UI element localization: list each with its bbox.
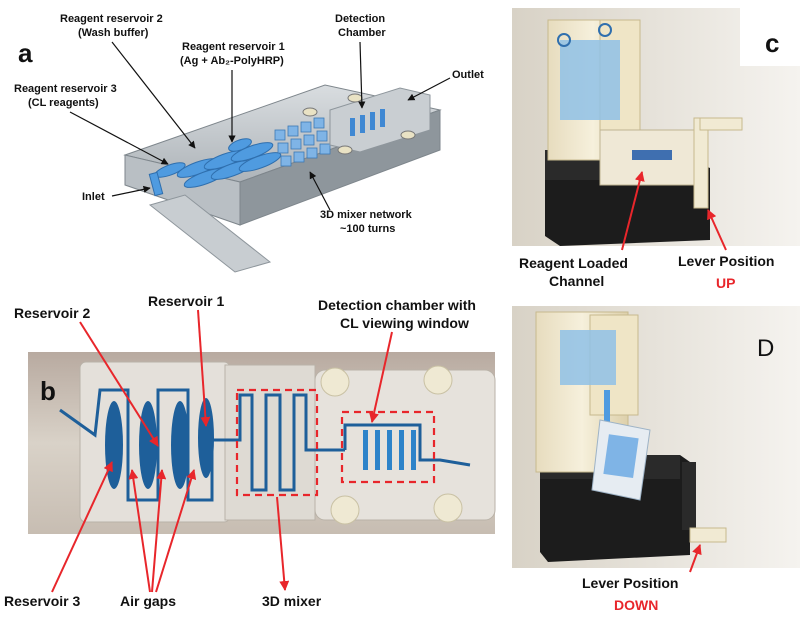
lever-down-pointer xyxy=(689,544,702,573)
reservoir2-b-pointer xyxy=(79,321,159,447)
panel-d-lever xyxy=(682,462,696,530)
reservoir1-label-line1: Reagent reservoir 1 xyxy=(182,41,285,53)
panel-b-letter: b xyxy=(40,376,56,406)
detection-b-label-line2: CL viewing window xyxy=(340,315,469,331)
mixer-cubes-render xyxy=(274,117,331,167)
inlet-pointer xyxy=(111,185,151,197)
air-gaps-pointer-2 xyxy=(151,469,167,593)
panel-c-letter: c xyxy=(765,28,779,58)
panel-a: a Reagent reservoir 2 (Wash buffer) Reag… xyxy=(14,13,484,273)
panel-d-letter: D xyxy=(757,335,774,362)
reservoir1-label-line2: (Ag + Ab₂-PolyHRP) xyxy=(180,55,284,67)
mixer-network-label-line1: 3D mixer network xyxy=(320,209,413,221)
panel-b-detection-channels xyxy=(363,430,416,470)
panel-b-channel xyxy=(59,388,471,502)
reservoir3-label-line1: Reagent reservoir 3 xyxy=(14,83,117,95)
reservoir2-label-line2: (Wash buffer) xyxy=(78,27,149,39)
panel-c-lever xyxy=(693,117,709,209)
screw-posts-render xyxy=(302,93,416,155)
mixer-dashed-box xyxy=(235,388,319,497)
reservoir3-label-line2: (CL reagents) xyxy=(28,97,99,109)
reservoir1-b-label: Reservoir 1 xyxy=(148,293,224,309)
reservoir3-pointer xyxy=(69,111,169,165)
reservoir3-b-label: Reservoir 3 xyxy=(4,593,80,609)
lever-up-label: Lever Position xyxy=(678,253,774,269)
reservoir2-label-line1: Reagent reservoir 2 xyxy=(60,13,163,25)
mixer-b-label: 3D mixer xyxy=(262,593,322,609)
lever-up-state: UP xyxy=(716,275,735,291)
outlet-pointer xyxy=(407,77,451,101)
inlet-label: Inlet xyxy=(82,191,105,203)
panel-d: D Lever Position DOWN xyxy=(512,306,800,613)
mixer-b-pointer xyxy=(276,496,290,591)
detection-label-line2: Chamber xyxy=(338,27,386,39)
air-gaps-pointer-1 xyxy=(128,469,151,593)
panel-b: b Reservoir 2 Reservoir 1 Detection cham… xyxy=(4,293,496,609)
detection-b-pointer xyxy=(369,331,393,423)
channel-network-render xyxy=(154,138,282,188)
channel-pointer xyxy=(621,171,645,251)
chip-3d-render xyxy=(123,84,442,273)
reservoir2-pointer xyxy=(111,41,196,149)
air-gaps-pointer-3 xyxy=(155,469,197,593)
detection-label-line1: Detection xyxy=(335,13,385,25)
detection-pointer xyxy=(358,41,366,109)
detection-b-label-line1: Detection chamber with xyxy=(318,297,476,313)
detection-channels-render xyxy=(350,109,385,136)
panel-a-letter: a xyxy=(18,38,33,68)
panel-c: c Reagent Loaded Channel Lever Position … xyxy=(512,8,800,291)
lever-down-label: Lever Position xyxy=(582,575,678,591)
detection-dashed-box xyxy=(340,410,436,484)
lever-up-pointer xyxy=(707,209,727,251)
panel-b-screws xyxy=(320,365,463,525)
panel-c-letter-box xyxy=(740,8,800,66)
reservoir1-b-pointer xyxy=(197,309,211,427)
mixer-network-label-line2: ~100 turns xyxy=(340,223,395,235)
reservoir2-b-label: Reservoir 2 xyxy=(14,305,90,321)
air-gaps-label: Air gaps xyxy=(120,593,176,609)
outlet-label: Outlet xyxy=(452,69,484,81)
mixer-network-pointer xyxy=(309,171,331,211)
channel-label-line2: Channel xyxy=(549,273,604,289)
lever-down-state: DOWN xyxy=(614,597,658,613)
reservoir3-b-pointer xyxy=(51,461,113,593)
channel-label-line1: Reagent Loaded xyxy=(519,255,628,271)
